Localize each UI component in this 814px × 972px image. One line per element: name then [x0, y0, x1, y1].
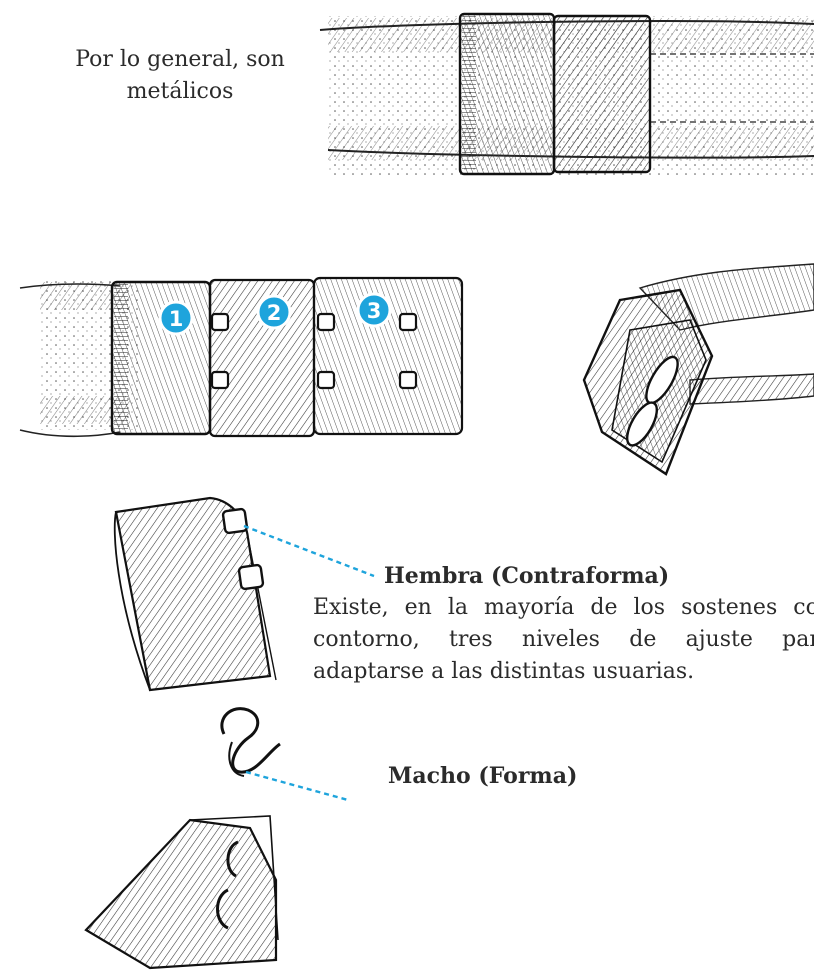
female-leader-line — [243, 524, 375, 578]
level-badge-3: 3 — [356, 292, 392, 328]
level-badge-1: 1 — [158, 300, 194, 336]
closed-clasp-sketch — [319, 12, 814, 176]
male-leader-line — [245, 770, 349, 802]
level-badge-number: 3 — [367, 299, 382, 323]
hook-wire-sketch — [220, 707, 281, 777]
level-badge-number: 1 — [169, 307, 184, 331]
male-part-sketch — [84, 815, 279, 970]
level-badge-number: 2 — [267, 301, 282, 325]
folded-band-sketch — [582, 263, 814, 476]
female-part-sketch — [113, 496, 277, 692]
adjustment-levels-sketch — [19, 276, 464, 438]
female-part-title: Hembra (Contraforma) — [384, 563, 670, 589]
female-part-description: Existe, en la mayoría de los sostenes co… — [313, 595, 814, 684]
level-badge-2: 2 — [256, 294, 292, 330]
intro-note: Por lo general, son metálicos — [75, 47, 285, 104]
male-part-title: Macho (Forma) — [388, 763, 578, 789]
